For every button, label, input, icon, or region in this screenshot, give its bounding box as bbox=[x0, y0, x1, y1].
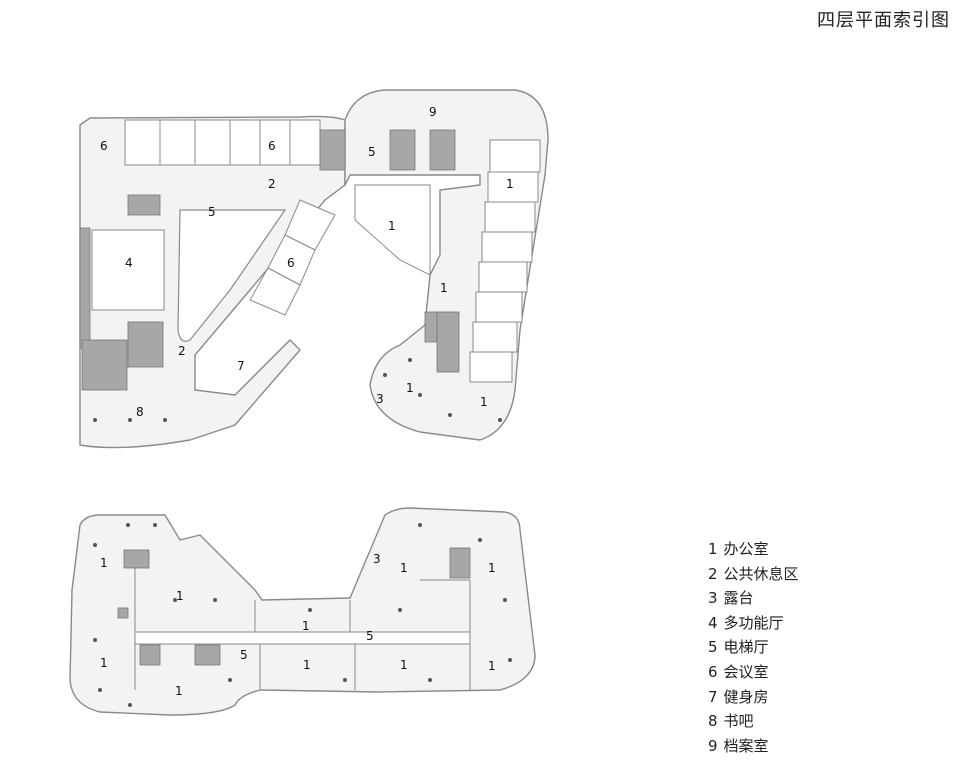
lower-label: 1 bbox=[175, 684, 183, 698]
legend-text: 公共休息区 bbox=[723, 564, 799, 583]
legend-item: 3 露台 bbox=[708, 586, 799, 611]
upper-label: 5 bbox=[368, 145, 376, 159]
upper-label: 7 bbox=[237, 359, 245, 373]
legend-item: 9 档案室 bbox=[708, 734, 799, 759]
lower-label: 1 bbox=[303, 658, 311, 672]
lower-floor-plan: 1 1 3 1 1 1 5 1 5 1 1 1 1 bbox=[69, 507, 536, 716]
legend-text: 书吧 bbox=[723, 712, 754, 731]
lower-label: 1 bbox=[400, 561, 408, 575]
upper-label: 1 bbox=[406, 381, 414, 395]
upper-floor-plan: 9 6 6 5 1 2 5 1 4 6 1 2 7 1 3 1 8 bbox=[79, 89, 549, 449]
lower-label: 3 bbox=[373, 552, 381, 566]
upper-label: 6 bbox=[287, 256, 295, 270]
upper-label: 1 bbox=[506, 177, 514, 191]
upper-label: 1 bbox=[440, 281, 448, 295]
legend-item: 5 电梯厅 bbox=[708, 635, 799, 660]
lower-label: 1 bbox=[100, 656, 108, 670]
upper-label: 3 bbox=[376, 392, 384, 406]
legend-text: 档案室 bbox=[723, 736, 769, 755]
legend-number: 8 bbox=[708, 712, 718, 731]
lower-label: 1 bbox=[488, 659, 496, 673]
legend-item: 7 健身房 bbox=[708, 685, 799, 710]
legend-text: 会议室 bbox=[723, 662, 769, 681]
lower-label: 1 bbox=[488, 561, 496, 575]
legend-text: 办公室 bbox=[723, 540, 769, 558]
upper-label: 1 bbox=[480, 395, 488, 409]
lower-label: 5 bbox=[366, 629, 374, 643]
upper-label: 2 bbox=[268, 177, 276, 191]
legend-text: 健身房 bbox=[723, 687, 769, 706]
legend-number: 7 bbox=[708, 687, 718, 706]
legend-item: 1 办公室 bbox=[708, 537, 799, 562]
upper-plan-courtyard bbox=[177, 209, 287, 342]
legend-item: 8 书吧 bbox=[708, 709, 799, 734]
legend-text: 多功能厅 bbox=[723, 613, 784, 632]
upper-label: 6 bbox=[100, 139, 108, 153]
lower-label: 1 bbox=[302, 619, 310, 633]
legend-item: 4 多功能厅 bbox=[708, 611, 799, 636]
upper-label: 6 bbox=[268, 139, 276, 153]
lower-label: 1 bbox=[100, 556, 108, 570]
room-legend: 1 办公室 2 公共休息区 3 露台 4 多功能厅 5 电梯厅 6 会议室 7 健身房 8 书吧… bbox=[708, 537, 799, 758]
lower-label: 1 bbox=[176, 589, 184, 603]
lower-label: 5 bbox=[240, 648, 248, 662]
upper-label: 1 bbox=[388, 219, 396, 233]
upper-label: 2 bbox=[178, 344, 186, 358]
legend-number: 9 bbox=[708, 736, 718, 755]
legend-text: 露台 bbox=[723, 589, 754, 608]
legend-number: 1 bbox=[708, 540, 718, 558]
upper-label: 8 bbox=[136, 405, 144, 419]
upper-label: 9 bbox=[429, 105, 437, 119]
lower-label: 1 bbox=[400, 658, 408, 672]
legend-text: 电梯厅 bbox=[723, 638, 769, 657]
legend-number: 2 bbox=[708, 564, 718, 583]
legend-number: 3 bbox=[708, 589, 718, 608]
upper-label: 5 bbox=[208, 205, 216, 219]
legend-number: 5 bbox=[708, 638, 718, 657]
legend-number: 4 bbox=[708, 613, 718, 632]
page-title: 四层平面索引图 bbox=[817, 10, 950, 31]
lower-plan-outline bbox=[69, 507, 536, 716]
legend-item: 2 公共休息区 bbox=[708, 562, 799, 587]
legend-number: 6 bbox=[708, 662, 718, 681]
legend-item: 6 会议室 bbox=[708, 660, 799, 685]
upper-label: 4 bbox=[125, 256, 133, 270]
